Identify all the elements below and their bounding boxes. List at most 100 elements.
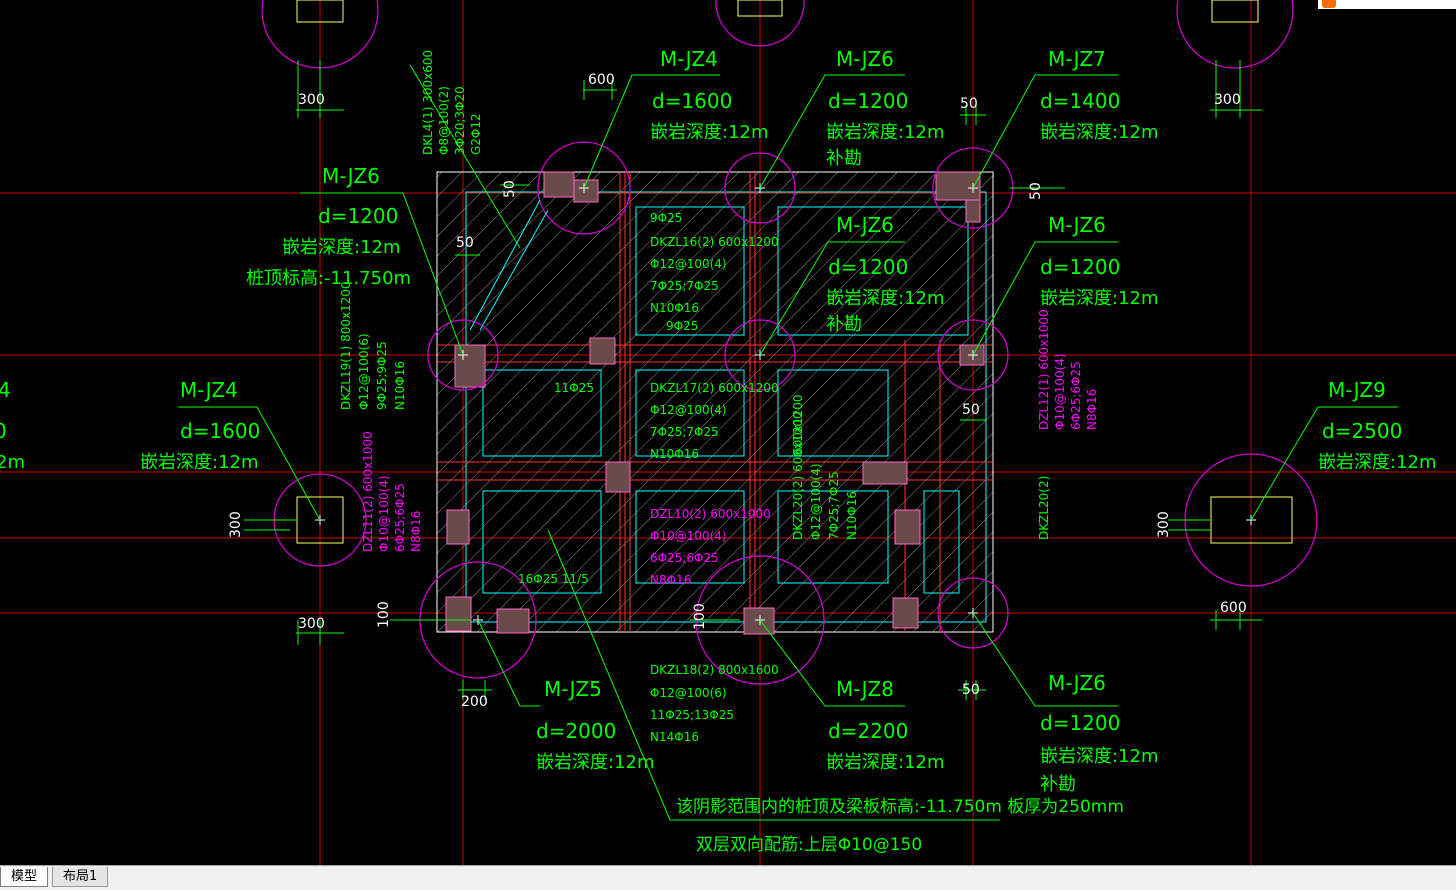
pile-label: M-JZ6 [836,47,894,71]
pile-label: M-JZ7 [1048,47,1106,71]
dim-text: 50 [1028,182,1044,200]
pile-diameter: d=2200 [828,719,908,743]
beam-text: N8Φ16 [409,511,423,552]
pile-diameter: d=2000 [536,719,616,743]
pile-diameter: d=1600 [652,89,732,113]
dim-text: 300 [298,92,325,108]
app-logo [1318,0,1456,9]
pile-label: M-JZ6 [1048,671,1106,695]
dim-text: 50 [456,235,474,251]
beam-text: Φ10@100(4) [1053,353,1067,430]
pile-labels: M-JZ4 d=1600 嵌岩深度:12m 600 M-JZ6 d=1200 嵌… [140,47,1437,795]
dim-text: 300 [228,511,244,538]
beam-text: Φ12@100(6) [357,333,371,410]
dimension-lines [244,60,1262,700]
pile-label: M-JZ6 [1048,213,1106,237]
pile-label: M-JZ9 [1328,378,1386,402]
edge-text: 2m [0,452,25,473]
column-stubs [445,171,985,635]
pile-extra: 补勘 [826,148,862,169]
dim-text: 600 [1220,600,1247,616]
dim-text: 50 [960,96,978,112]
cad-drawing-canvas[interactable]: M-JZ4 d=1600 嵌岩深度:12m 600 M-JZ6 d=1200 嵌… [0,0,1456,865]
pile-diameter: d=2500 [1322,419,1402,443]
tab-model[interactable]: 模型 [0,867,49,887]
pile-rock-depth: 嵌岩深度:12m [140,452,259,473]
dim-text: 300 [1214,92,1241,108]
beam-text: 6Φ25;6Φ25 [1069,361,1083,430]
pile-rock-depth: 嵌岩深度:12m [826,288,945,309]
beam-text: Φ12@100(4) [809,463,823,540]
dim-text: 100 [692,603,708,630]
beam-text: 6Φ25;6Φ25 [393,483,407,552]
pile-diameter: d=1200 [828,255,908,279]
beam-text: Φ10@100(4) [377,475,391,552]
foundation-slab [436,171,994,633]
pile-label: M-JZ4 [660,47,718,71]
pile-rock-depth: 嵌岩深度:12m [282,237,401,258]
beam-text: 600x1200 [791,394,805,455]
beam-text: N8Φ16 [650,573,691,587]
pile-label: M-JZ6 [836,213,894,237]
pile-diameter: d=1600 [180,419,260,443]
pile-rock-depth: 嵌岩深度:12m [1040,288,1159,309]
beam-text: Φ8@100(2) [437,86,451,155]
pile-label: M-JZ4 [180,378,238,402]
pile-caps [296,0,1293,544]
beam-text: N10Φ16 [650,447,699,461]
rebar-strips [437,172,993,632]
beam-cells [465,191,987,623]
dim-text: 50 [962,402,980,418]
edge-text: 4 [0,378,11,402]
note-line: 该阴影范围内的桩顶及梁板标高:-11.750m 板厚为250mm [676,797,1124,817]
beam-labels: DKL4(1) 300x600 Φ8@100(2) 3Φ20;3Φ20 G2Φ1… [339,50,1099,744]
beam-text: 7Φ25;7Φ25 [650,425,719,439]
beam-text: N8Φ16 [1085,389,1099,430]
notes: 该阴影范围内的桩顶及梁板标高:-11.750m 板厚为250mm 双层双向配筋:… [676,797,1124,855]
pile-diameter: d=1400 [1040,89,1120,113]
pile-diameter: d=1200 [828,89,908,113]
beam-text: 9Φ25 [666,319,698,333]
tab-layout1[interactable]: 布局1 [52,867,109,887]
beam-text: G2Φ12 [469,113,483,155]
beam-text: 6Φ25;6Φ25 [650,551,719,565]
pile-label: M-JZ5 [544,677,602,701]
note-line: 双层双向配筋:上层Φ10@150 [696,835,922,855]
beam-text: 7Φ25;7Φ25 [650,279,719,293]
dim-text: 100 [376,601,392,628]
beam-text: DKZL16(2) 600x1200 [650,235,779,249]
beam-text: DZL11(2) 600x1000 [361,431,375,552]
pile-rock-depth: 嵌岩深度:12m [1040,746,1159,767]
leader-lines [178,64,1398,821]
beam-text: Φ12@100(4) [650,257,727,271]
beam-text: 9Φ25 [650,211,682,225]
pile-extra: 补勘 [826,314,862,335]
beam-text: DKZL18(2) 800x1600 [650,663,779,677]
beam-text: 11Φ25 [554,381,594,395]
beam-text: DKZL20(2) [1037,476,1051,540]
pile-circles [261,0,1318,685]
pile-rock-depth: 嵌岩深度:12m [650,122,769,143]
beam-text: Φ10@100(4) [650,529,727,543]
beam-text: Φ12@100(4) [650,403,727,417]
beam-text: 16Φ25 11/5 [518,572,589,586]
dim-text: 300 [1156,511,1172,538]
beam-text: 7Φ25;7Φ25 [827,471,841,540]
beam-leaders [469,199,549,331]
beam-text: DKZL19(1) 800x1200 [339,281,353,410]
beam-text: 9Φ25;9Φ25 [375,341,389,410]
pile-diameter: d=1200 [1040,255,1120,279]
beam-text: 3Φ20;3Φ20 [453,86,467,155]
edge-labels: 4 0 2m [0,378,25,473]
beam-text: DZL10(2) 600x1000 [650,507,771,521]
pile-diameter: d=1200 [318,204,398,228]
dim-text: 200 [461,694,488,710]
pile-rock-depth: 嵌岩深度:12m [1040,122,1159,143]
logo-icon [1322,0,1336,8]
beam-text: N10Φ16 [845,491,859,540]
pile-top-elevation: 桩顶标高:-11.750m [246,268,411,289]
pile-diameter: d=1200 [1040,711,1120,735]
dim-text: 50 [502,180,518,198]
beam-text: DKZL17(2) 600x1200 [650,381,779,395]
beam-text: 11Φ25;13Φ25 [650,708,734,722]
